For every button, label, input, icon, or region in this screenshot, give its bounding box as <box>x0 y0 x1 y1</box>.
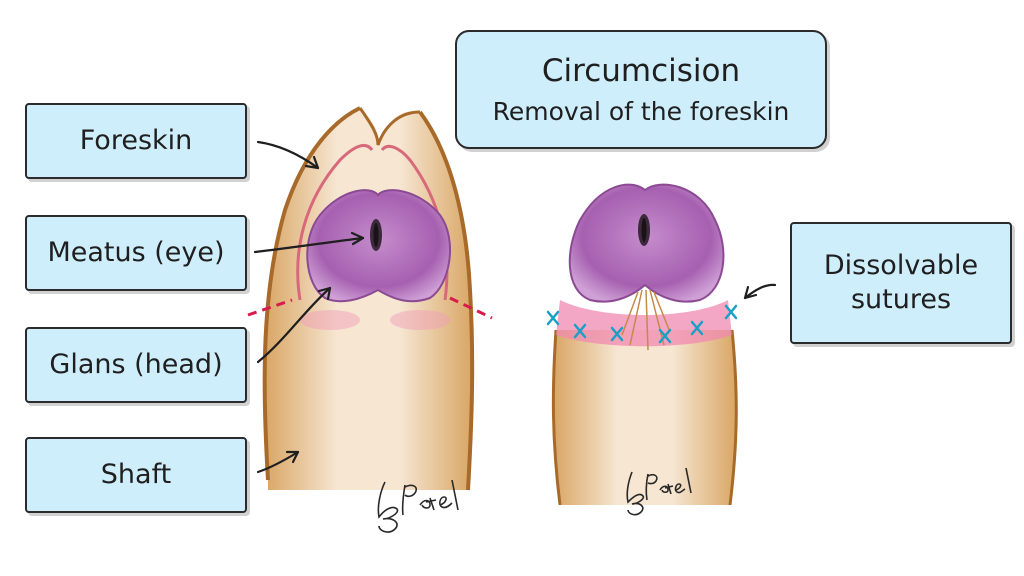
label-glans: Glans (head) <box>25 327 247 403</box>
cut-line-right <box>449 296 493 320</box>
circumcised-drawing <box>546 183 738 506</box>
arrow-glans <box>256 286 332 364</box>
sutures-label-line2: sutures <box>850 284 952 315</box>
foreskin-shaft-body <box>264 108 473 490</box>
signature-right <box>626 467 692 516</box>
sutures-label-line1: Dissolvable <box>823 250 979 282</box>
label-shaft: Shaft <box>25 437 247 513</box>
page-title: Circumcision <box>541 52 741 89</box>
page-subtitle: Removal of the foreskin <box>492 97 790 127</box>
arrow-shaft <box>256 450 300 474</box>
label-meatus: Meatus (eye) <box>25 215 247 291</box>
cut-line-left <box>247 298 293 317</box>
suture-marks <box>546 304 738 344</box>
arrow-meatus <box>253 236 365 254</box>
label-dissolvable-sutures: Dissolvable sutures <box>790 222 1012 344</box>
pointer-arrows <box>253 140 777 474</box>
arrow-foreskin <box>256 140 320 170</box>
arrow-sutures <box>743 283 777 300</box>
title-box: Circumcision Removal of the foreskin <box>455 30 827 149</box>
signature-left <box>377 479 459 533</box>
uncircumcised-drawing <box>247 106 493 491</box>
circumcised-shaft <box>553 330 737 505</box>
label-foreskin: Foreskin <box>25 103 247 179</box>
